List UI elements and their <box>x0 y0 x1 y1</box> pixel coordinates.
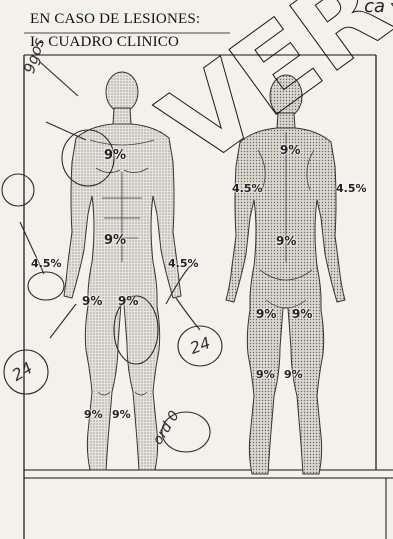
front-right-leg-pct: 9% <box>84 408 103 421</box>
back-left-arm-pct: 4.5% <box>232 182 263 195</box>
back-right-arm-pct: 4.5% <box>336 182 367 195</box>
back-upper-pct: 9% <box>280 143 300 157</box>
section-title: I.- CUADRO CLINICO <box>30 34 179 51</box>
front-chest-pct: 9% <box>104 148 126 163</box>
front-abdomen-pct: 9% <box>104 233 126 248</box>
back-right-thigh-pct: 9% <box>292 307 312 321</box>
front-right-thigh-pct: 9% <box>82 294 102 308</box>
page-title: EN CASO DE LESIONES: <box>30 11 200 28</box>
back-left-thigh-pct: 9% <box>256 307 276 321</box>
back-lower-pct: 9% <box>276 234 296 248</box>
front-left-arm-pct: 4.5% <box>168 257 199 270</box>
back-right-leg-pct: 9% <box>284 368 303 381</box>
handwritten-top: ca <box>364 0 385 17</box>
front-left-thigh-pct: 9% <box>118 294 138 308</box>
front-right-arm-pct: 4.5% <box>31 257 62 270</box>
front-left-leg-pct: 9% <box>112 408 131 421</box>
back-left-leg-pct: 9% <box>256 368 275 381</box>
